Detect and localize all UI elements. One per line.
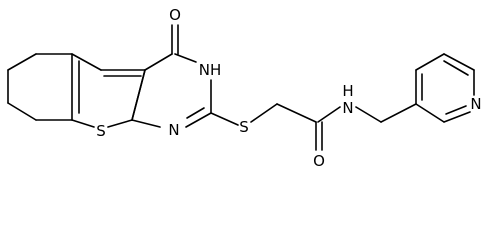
bond-cyclohexane xyxy=(7,53,37,71)
bond-thioether xyxy=(210,112,239,126)
atom-o-carbonyl: O xyxy=(169,6,181,24)
bond-amide xyxy=(317,106,341,123)
molecule-diagram: O NH N S S O N H N xyxy=(7,6,482,170)
structure-canvas: O NH N S S O N H N xyxy=(7,6,482,170)
atom-n-amide: N xyxy=(342,99,353,117)
bond-pyrimidine-double xyxy=(131,119,161,128)
bond-pyrimidine-double xyxy=(185,112,212,128)
bond-pyridine-double xyxy=(445,105,467,115)
bond-pyrimidine xyxy=(131,69,146,121)
bond-cyclohexane xyxy=(7,102,37,121)
atom-s-thioether: S xyxy=(239,118,249,136)
bond-pyrimidine xyxy=(174,53,197,63)
bond-pyridine xyxy=(415,103,445,123)
bond-thiophene xyxy=(71,119,95,128)
bond-thioether xyxy=(250,103,278,123)
bond-thiophene xyxy=(107,119,133,128)
atom-n-pyridine: N xyxy=(470,95,481,113)
bond-pyridine-double xyxy=(443,60,469,76)
bond-n-ch2 xyxy=(355,106,382,123)
bond-pyridine xyxy=(443,53,475,71)
atom-labels: O NH N S S O N H N xyxy=(96,6,481,170)
atom-h-amide: H xyxy=(342,82,353,100)
bond-pyridine xyxy=(443,111,471,123)
atom-s-thiophene: S xyxy=(96,122,106,140)
bond-pyrimidine-double xyxy=(186,107,205,119)
bond-pyrimidine xyxy=(144,53,173,71)
bond-ch2 xyxy=(276,103,317,123)
atom-nh-ring: NH xyxy=(199,61,222,79)
bonds xyxy=(7,24,475,151)
atom-o-amide: O xyxy=(313,152,325,170)
bond-thiophene xyxy=(71,53,102,71)
bond-pyridine xyxy=(415,53,445,71)
bond-ch2-pyridine xyxy=(380,103,417,123)
atom-n-ring: N xyxy=(168,121,179,139)
